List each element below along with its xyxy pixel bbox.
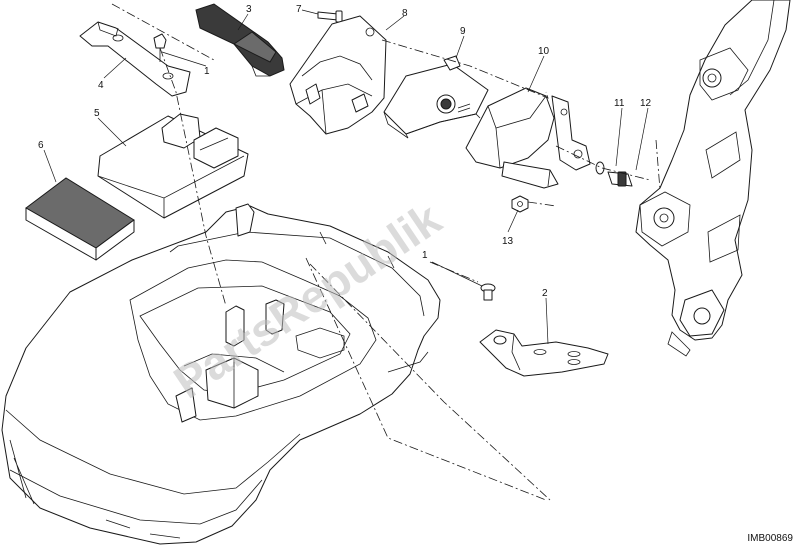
part-11-washer [595, 161, 605, 175]
callout-3: 3 [246, 4, 252, 15]
assembly-lines [111, 3, 661, 501]
callout-9: 9 [460, 26, 466, 37]
underseat-tray [1, 203, 441, 545]
callout-7: 7 [296, 4, 302, 15]
callout-2: 2 [542, 288, 548, 299]
callout-13: 13 [502, 236, 514, 247]
part-12-stud [607, 171, 633, 187]
part-1-screw-lower [480, 283, 496, 301]
callout-11: 11 [614, 98, 625, 109]
callout-12: 12 [640, 98, 652, 109]
part-13-nut [511, 195, 529, 213]
callout-4: 4 [98, 80, 104, 91]
callout-5: 5 [94, 108, 100, 119]
part-2-holder-bracket [479, 329, 609, 377]
callout-6: 6 [38, 140, 44, 151]
part-7-screw [317, 10, 343, 23]
part-8-cover [289, 15, 387, 135]
leader-lines [43, 9, 649, 345]
callout-1-lower: 1 [422, 250, 428, 261]
callout-1-upper: 1 [204, 66, 210, 77]
part-10-mount-bracket [465, 87, 591, 189]
frame-subframe [635, 0, 791, 357]
callout-numbers: 1 1 2 3 4 5 6 7 8 9 10 11 12 13 [38, 4, 652, 299]
part-3-rubber-block [195, 3, 285, 77]
part-5-control-unit [97, 113, 249, 219]
part-9-module [383, 55, 489, 139]
callout-8: 8 [402, 8, 408, 19]
part-4-bracket [79, 21, 191, 97]
callout-10: 10 [538, 46, 550, 57]
drawing-code: IMB00869 [747, 533, 793, 544]
part-6-battery-pad [25, 177, 135, 261]
